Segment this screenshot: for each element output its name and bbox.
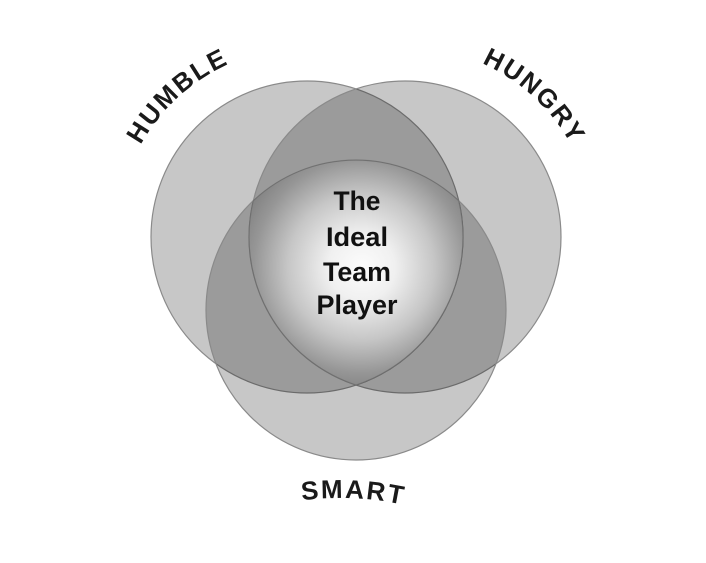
center-title-line-1: The <box>334 186 381 216</box>
label-smart: SMART <box>300 474 409 511</box>
center-intersection-region <box>248 159 464 386</box>
center-title-line-2: Ideal <box>326 222 388 252</box>
center-title-line-4: Player <box>317 290 398 320</box>
center-title: The Ideal Team Player <box>317 186 398 320</box>
label-smart-text: SMART <box>300 474 407 511</box>
center-title-line-3: Team <box>323 257 391 287</box>
